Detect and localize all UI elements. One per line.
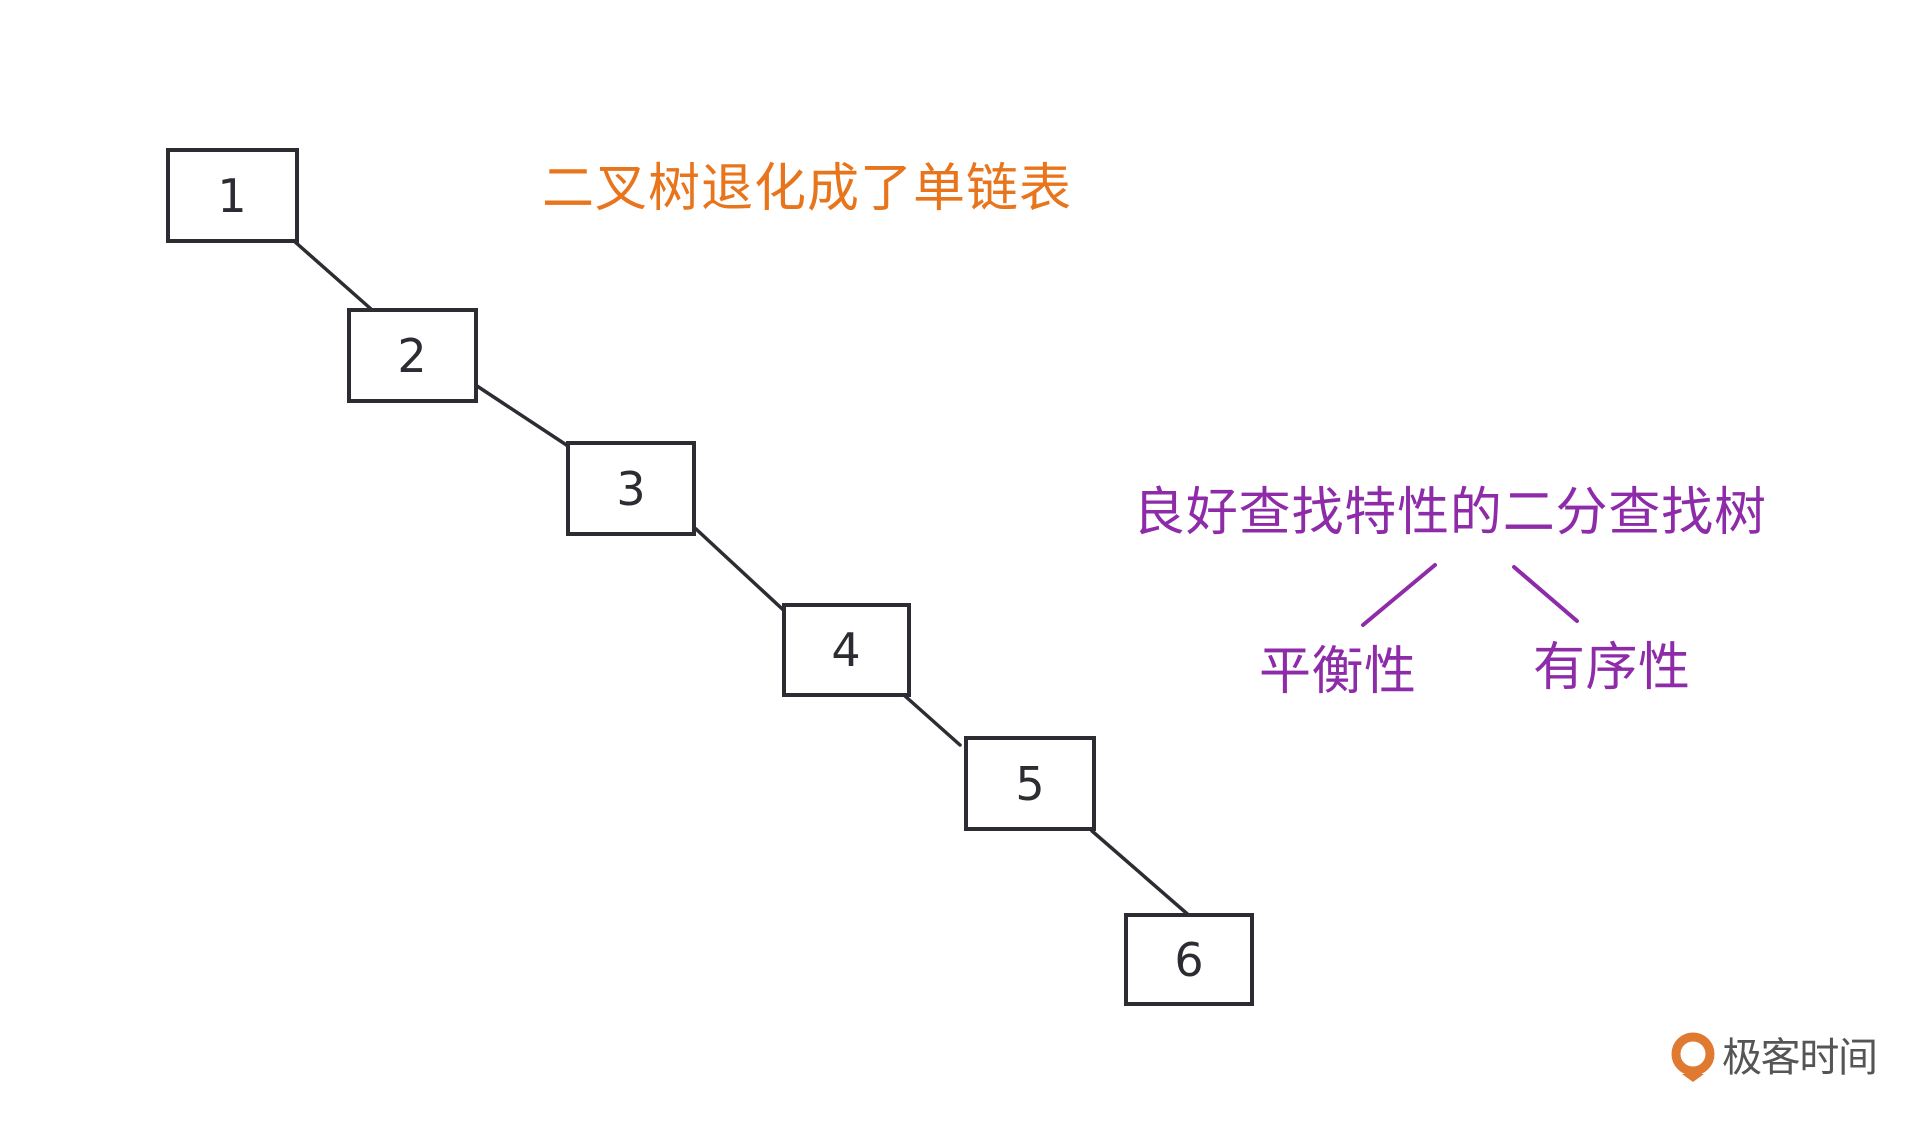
node-2: 2 [347,308,478,403]
node-label: 6 [1174,933,1203,987]
node-3: 3 [566,441,696,536]
edge-4-5 [903,694,962,747]
node-1: 1 [166,148,299,243]
logo-icon [1671,1032,1715,1082]
property-balance: 平衡性 [1259,642,1416,702]
node-label: 3 [616,462,645,516]
node-5: 5 [964,736,1096,831]
edge-5-6 [1090,829,1194,920]
node-label: 2 [397,329,426,383]
node-label: 4 [831,623,860,677]
node-label: 1 [217,169,246,223]
edge-3-4 [694,527,794,620]
link-balance [1361,563,1437,627]
node-label: 5 [1015,757,1044,811]
edge-1-2 [292,239,373,311]
geektime-logo: 极客时间 [1671,1032,1878,1082]
property-order: 有序性 [1533,638,1690,698]
edge-2-3 [475,384,573,450]
logo-text: 极客时间 [1722,1035,1878,1081]
node-4: 4 [782,603,911,697]
link-order [1512,565,1579,623]
good-bst-caption: 良好查找特性的二分查找树 [1133,483,1766,543]
node-6: 6 [1124,913,1254,1006]
degenerate-tree-caption: 二叉树退化成了单链表 [542,159,1071,219]
